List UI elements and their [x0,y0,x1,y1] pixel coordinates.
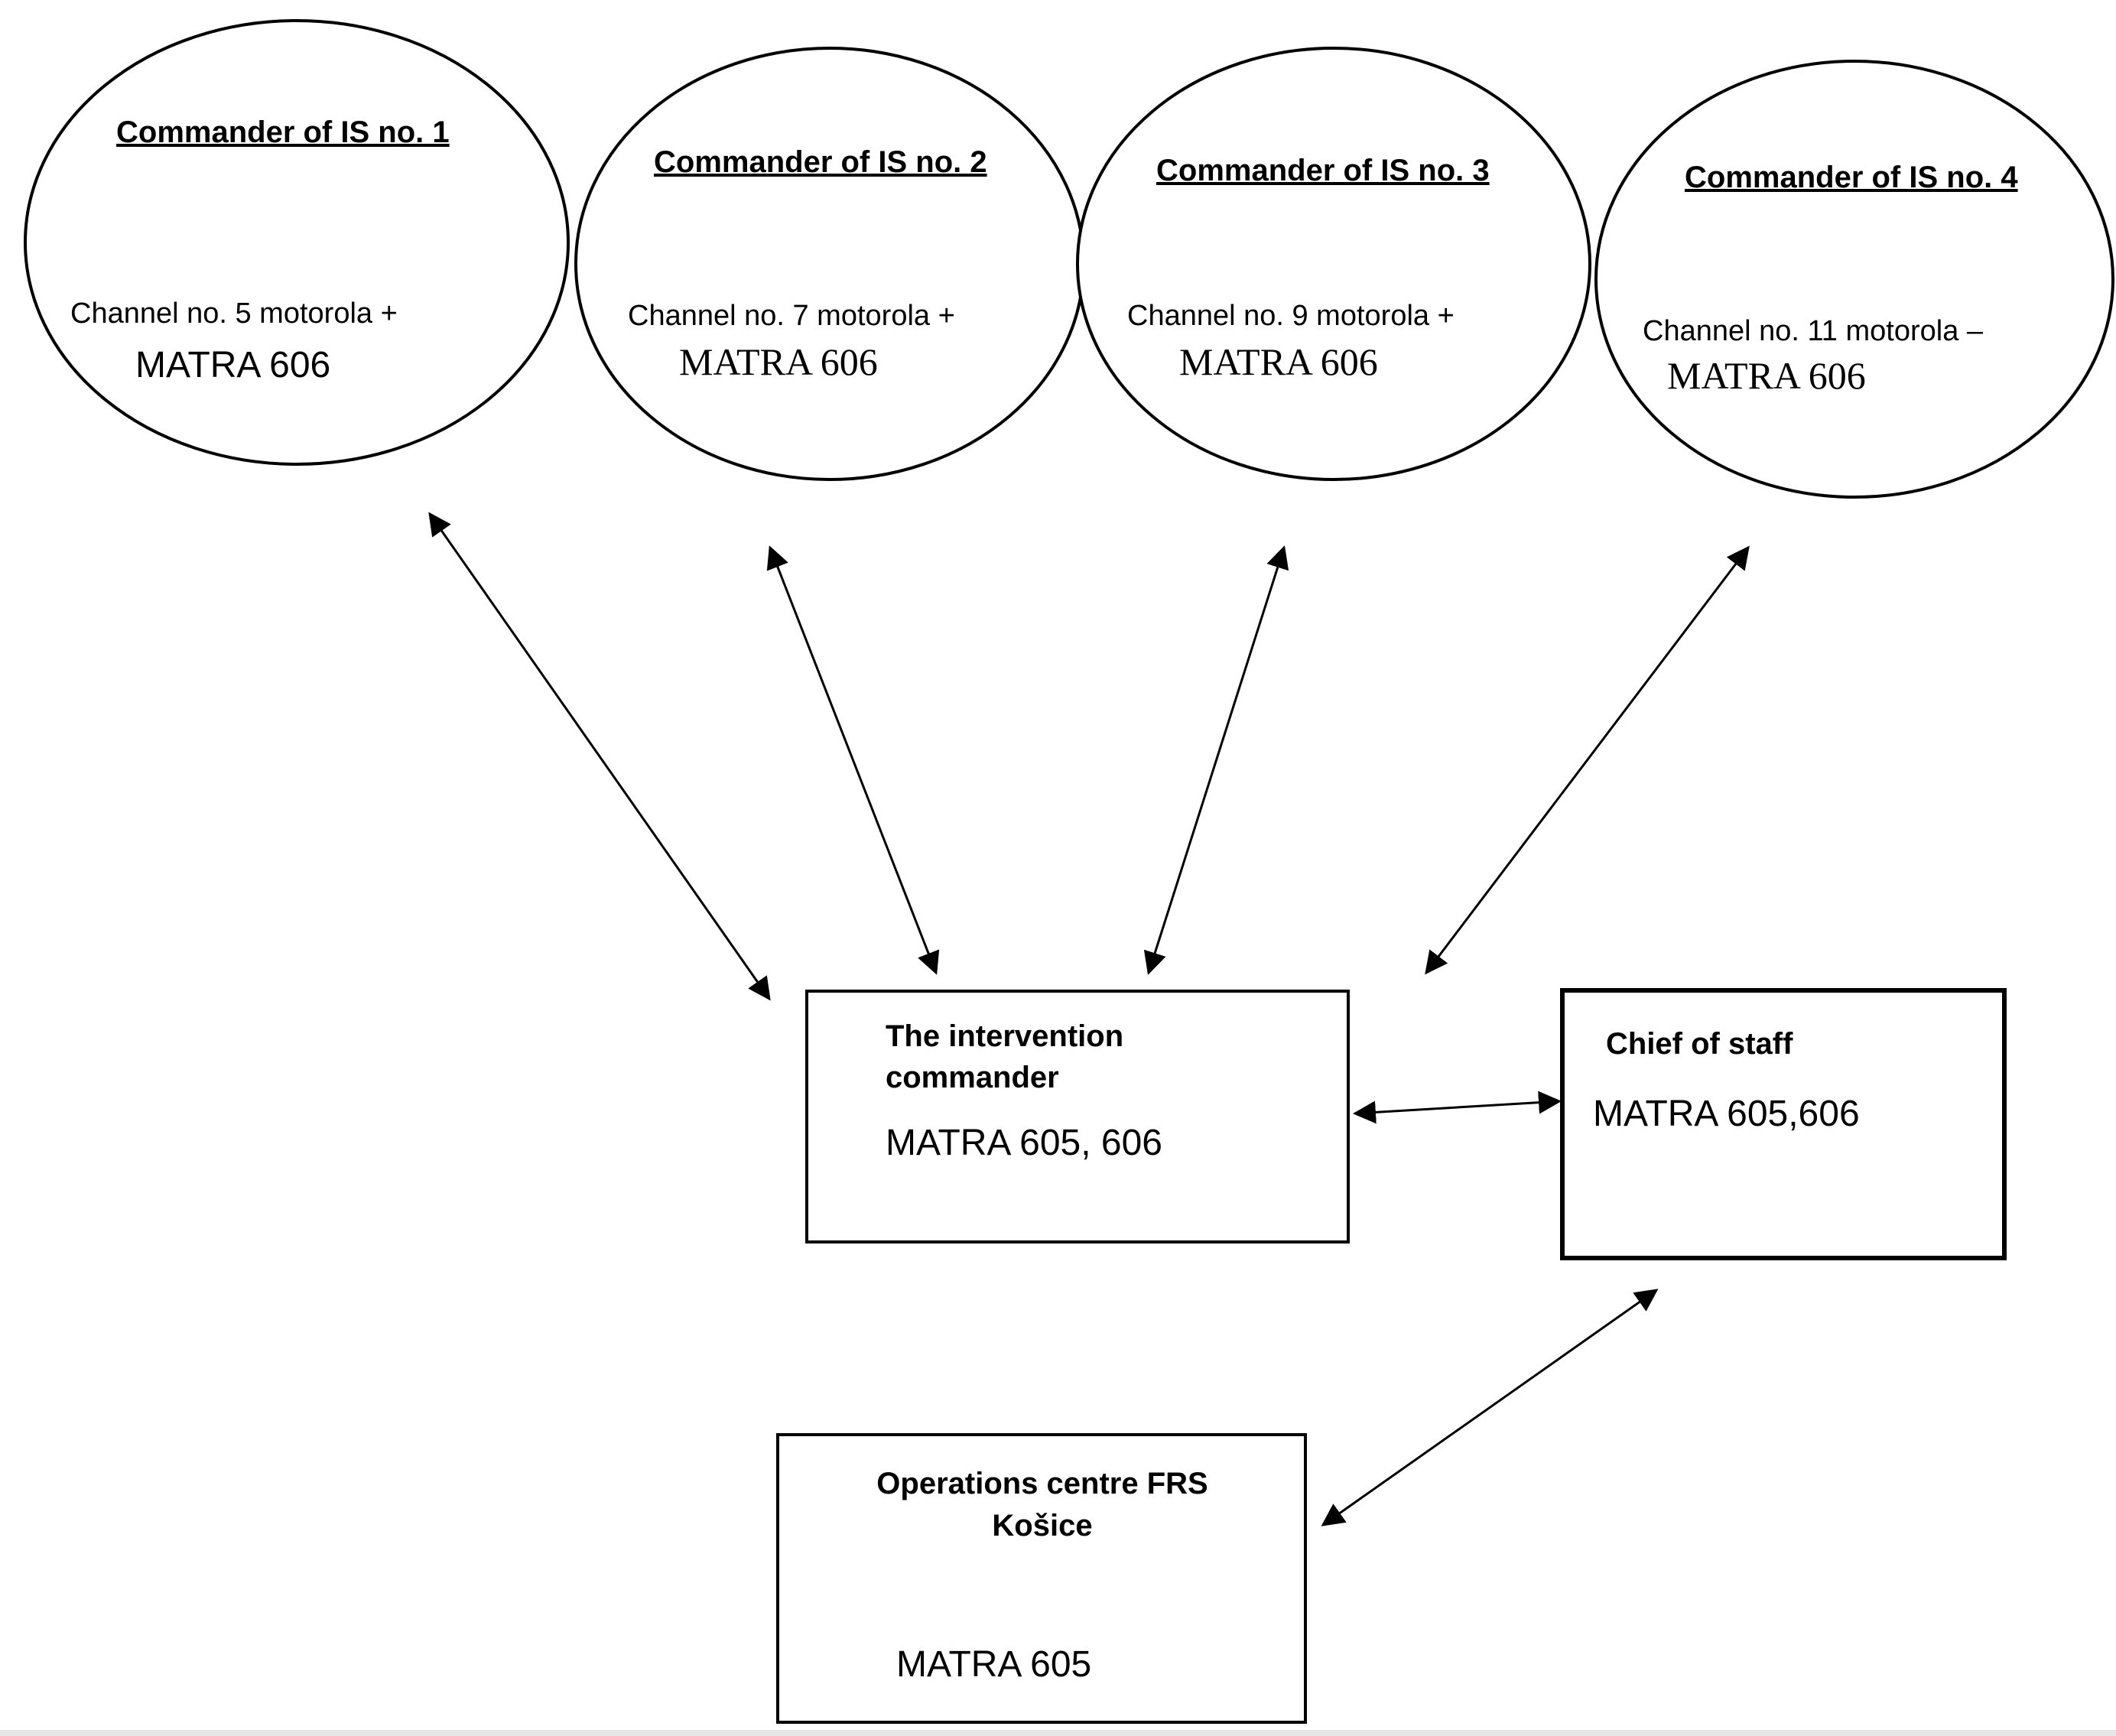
commander-node-1: Commander of IS no. 1 Channel no. 5 moto… [24,19,570,466]
commander-node-2: Commander of IS no. 2 Channel no. 7 moto… [574,47,1085,481]
commander-node-4: Commander of IS no. 4 Channel no. 11 mot… [1594,60,2114,499]
commander-2-ellipse [574,47,1085,481]
commander-4-ellipse [1594,60,2114,499]
intervention-commander-box [805,990,1350,1243]
intervention-commander-title-line2: commander [886,1061,1059,1094]
commander-3-title: Commander of IS no. 3 [1156,154,1490,187]
commander-1-ellipse [24,19,570,466]
link-commander-3-intervention [1143,545,1289,975]
intervention-commander-node: The intervention commander MATRA 605, 60… [805,990,1350,1243]
operations-centre-node: Operations centre FRS Košice MATRA 605 [776,1433,1307,1724]
chief-of-staff-box [1560,988,2007,1260]
commander-4-title: Commander of IS no. 4 [1685,161,2018,194]
link-chief-operations [1321,1289,1659,1526]
commander-3-channel: Channel no. 9 motorola + [1127,300,1455,332]
chief-of-staff-radio: MATRA 605,606 [1593,1094,1860,1134]
commander-1-title: Commander of IS no. 1 [116,115,450,149]
commander-4-channel: Channel no. 11 motorola – [1643,315,1984,347]
link-intervention-chief [1353,1091,1562,1124]
commander-2-channel: Channel no. 7 motorola + [628,300,955,332]
operations-centre-box [776,1433,1307,1724]
commander-node-3: Commander of IS no. 3 Channel no. 9 moto… [1076,47,1591,481]
bottom-border [0,1730,2116,1736]
commander-3-ellipse [1076,47,1591,481]
chief-of-staff-title: Chief of staff [1606,1027,1793,1061]
link-commander-1-intervention [428,512,771,1001]
commander-2-radio: MATRA 606 [679,340,878,383]
link-commander-4-intervention [1425,545,1750,975]
intervention-commander-title-line1: The intervention [886,1019,1123,1053]
intervention-commander-radio: MATRA 605, 606 [886,1123,1162,1163]
commander-3-radio: MATRA 606 [1179,340,1378,383]
commander-2-title: Commander of IS no. 2 [654,145,987,179]
operations-centre-title-line2: Košice [992,1509,1092,1543]
chief-of-staff-node: Chief of staff MATRA 605,606 [1560,988,2007,1260]
commander-4-radio: MATRA 606 [1667,354,1866,397]
operations-centre-radio: MATRA 605 [896,1644,1091,1685]
commander-1-radio: MATRA 606 [135,345,330,385]
operations-centre-title-line1: Operations centre FRS [876,1467,1208,1500]
link-commander-2-intervention [766,545,940,975]
commander-1-channel: Channel no. 5 motorola + [70,297,398,330]
